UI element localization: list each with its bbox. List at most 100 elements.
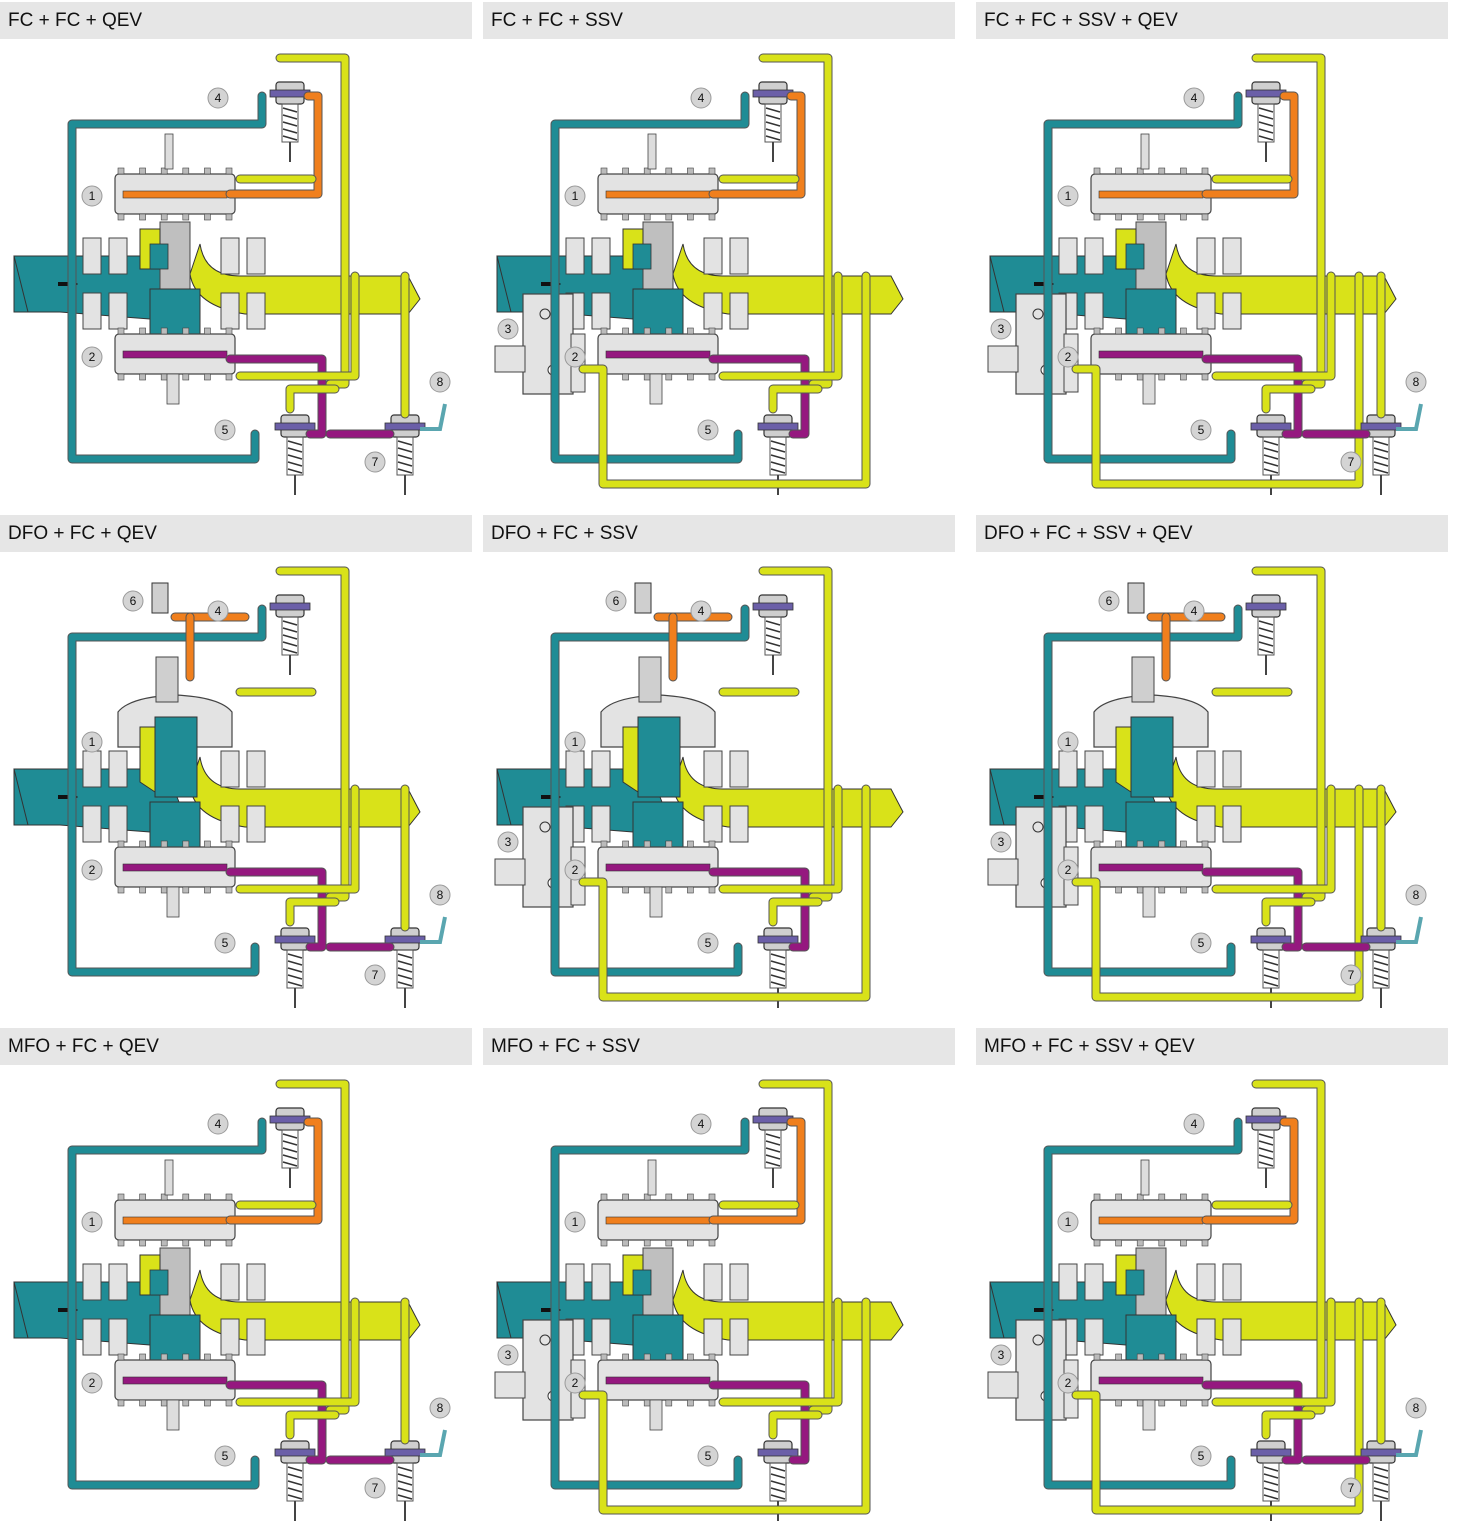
valve-seat [149,801,201,848]
callout-ssv-label: 3 [505,835,512,849]
ssv-sensing-line [579,1298,870,1514]
panel-title: DFO + FC + QEV [8,523,157,544]
outlet-sensing-monitor [719,785,842,893]
callout-pilot-monitor-marker [1190,1445,1212,1467]
panel-title: FC + FC + QEV [8,10,143,31]
callout-monitor-label: 2 [572,350,579,364]
panel-header: MFO + FC + QEV [0,1028,472,1065]
callout-pilot-monitor-marker [1190,419,1212,441]
vent-pipe [420,1429,447,1457]
monitor-stem [166,373,180,405]
monitor-actuator-diaphragm [605,1376,711,1385]
callout-vent-label: 8 [437,888,444,902]
ssv-body [1015,1319,1067,1421]
flange [246,750,266,788]
callout-pilot-regulator-label: 4 [1191,91,1198,105]
callout-regulator-label: 1 [89,1215,96,1229]
flange [565,1263,585,1301]
callout-ssv-marker [497,1344,519,1366]
callout-monitor-marker [564,1372,586,1394]
monitor-loading-line [226,355,326,438]
flange [220,237,240,275]
outlet-sensing-pilot [769,385,822,413]
callout-pilot-monitor-marker [214,419,236,441]
callout-ssv-marker [990,1344,1012,1366]
callout-vent-marker [1405,1397,1427,1419]
callout-pilot-monitor-marker [697,419,719,441]
callout-pilot-regulator-label: 4 [698,604,705,618]
callout-pilot-regulator-label: 4 [215,91,222,105]
monitor-loading-line [226,868,326,951]
outlet-sensing-pilot [1262,1411,1315,1439]
flange [591,237,611,275]
ssv-body [1015,293,1067,395]
callout-monitor-marker [81,1372,103,1394]
vent-pipe [1396,403,1423,431]
callout-pilot-monitor-label: 5 [222,423,229,437]
callout-pilot-monitor-marker [214,1445,236,1467]
callout-pilot-regulator-label: 4 [698,1117,705,1131]
callout-regulator-label: 1 [572,189,579,203]
flange [1222,1263,1242,1301]
monitor-actuator-diaphragm [122,863,228,872]
callout-regulator-marker [81,731,103,753]
flange [703,1263,723,1301]
callout-ssv-marker [497,318,519,340]
callout-regulator-label: 1 [1065,735,1072,749]
regulator-actuator-diaphragm [122,1216,228,1225]
flange [108,1318,128,1356]
callout-pilot-regulator-marker [1183,87,1205,109]
callout-regulator-marker [564,1211,586,1233]
pilot-loading-line [709,1118,805,1224]
ssv-body [1015,806,1067,908]
flange [1222,805,1242,843]
flange [703,237,723,275]
callout-pilot-regulator-label: 4 [698,91,705,105]
regulator-actuator-diaphragm [605,190,711,199]
callout-regulator-label: 1 [1065,1215,1072,1229]
callout-qev-label: 7 [372,455,379,469]
vent-pipe [1396,1429,1423,1457]
callout-pilot-regulator-marker [690,600,712,622]
outlet-sensing-pilot [1262,385,1315,413]
monitor-stem [649,373,663,405]
callout-pilot-monitor-label: 5 [705,936,712,950]
flange [729,1318,749,1356]
outlet-sensing-regulator [1252,567,1325,901]
callout-regulator-marker [1057,731,1079,753]
valve-seat [1125,288,1177,335]
callout-monitor-marker [564,346,586,368]
outlet-sensing-monitor [1212,785,1335,893]
flange [108,750,128,788]
monitor-actuator-diaphragm [1098,1376,1204,1385]
monitor-stem [1142,886,1156,918]
panel-header: MFO + FC + SSV + QEV [976,1028,1448,1065]
inlet-sensing-line [1044,605,1242,976]
flange [1084,750,1104,788]
regulator-bonnet [1131,656,1155,703]
monitor-loading-line [709,1381,809,1464]
flange [591,1263,611,1301]
outlet-sensing-regulator [759,1080,832,1414]
callout-pilot-dfo-marker [1098,590,1120,612]
callout-regulator-marker [81,185,103,207]
regulator-piston [154,716,198,798]
regulator-piston [637,716,681,798]
ssv-reset [494,858,526,886]
flange [82,1263,102,1301]
flange [1196,1318,1216,1356]
callout-pilot-monitor-label: 5 [1198,423,1205,437]
outlet-sensing-monitor [236,272,359,380]
flange [246,1263,266,1301]
